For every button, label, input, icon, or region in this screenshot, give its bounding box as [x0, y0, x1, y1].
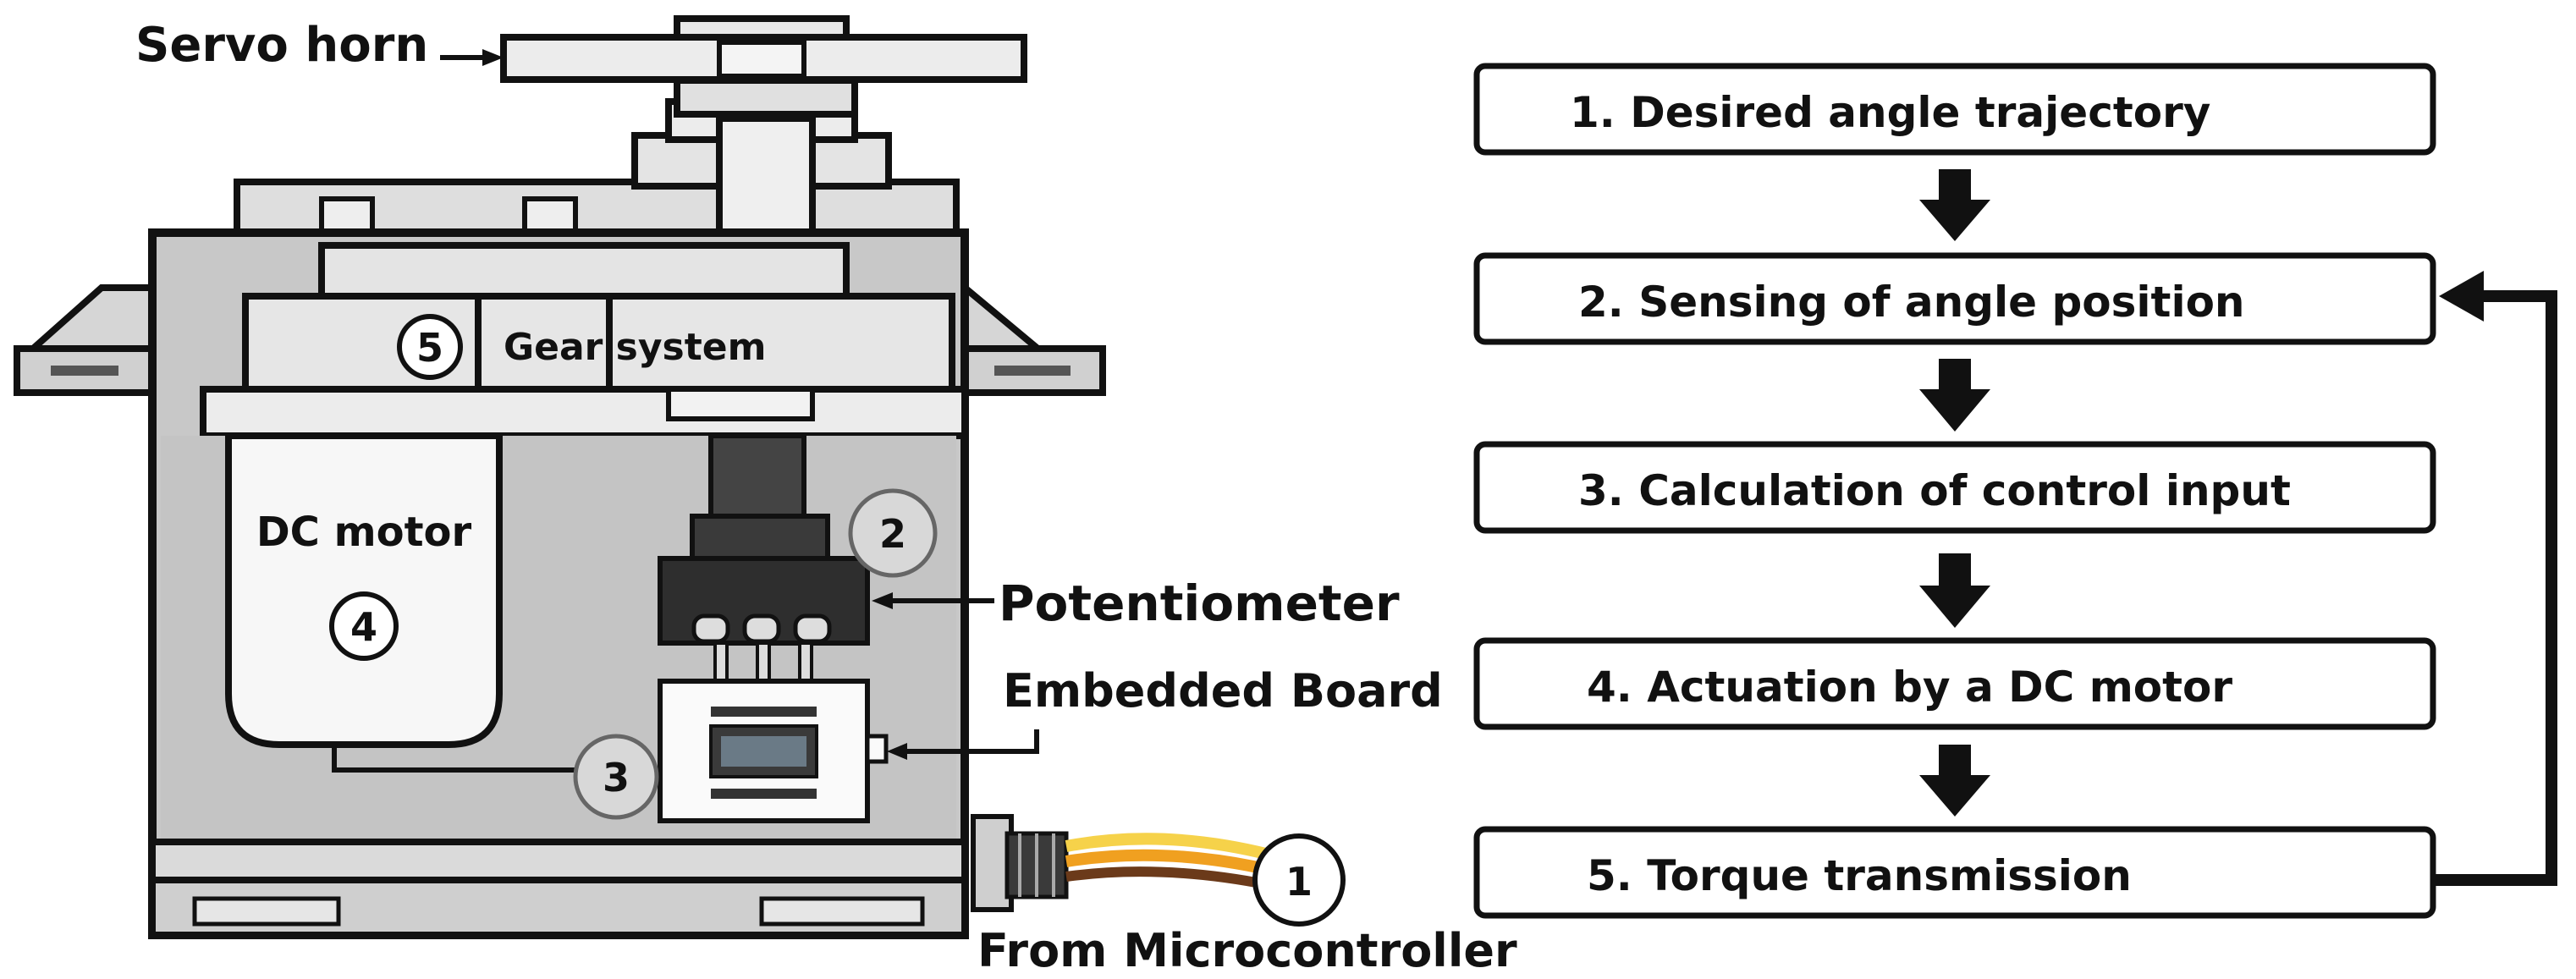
- servo-cable: [1065, 833, 1271, 890]
- feedback-loop-arrow: [2433, 271, 2557, 886]
- servo-base: [149, 839, 968, 938]
- marker-3: [573, 734, 659, 820]
- marker-1: [1252, 833, 1346, 927]
- marker-4-text: 4: [350, 604, 377, 650]
- gear-system-label: Gear system: [504, 326, 766, 369]
- marker-4: [329, 591, 399, 661]
- marker-2-text: 2: [879, 511, 906, 557]
- marker-1-text: 1: [1285, 859, 1313, 905]
- potentiometer-arrow: [872, 592, 994, 609]
- marker-3-text: 3: [603, 755, 630, 800]
- dc-motor-label: DC motor: [256, 509, 472, 556]
- control-flow: 1. Desired angle trajectory 2. Sensing o…: [1473, 63, 2557, 919]
- flow-step-4: [1473, 637, 2436, 730]
- servo-illustration: 5 Gear system DC motor 4 2: [14, 15, 1517, 977]
- flow-step-3: [1473, 441, 2436, 534]
- flow-step-3-text: 3. Calculation of control input: [1578, 466, 2291, 515]
- left-mounting-tab: [14, 284, 160, 396]
- flow-arrow-1-2: [1919, 169, 1990, 241]
- potentiometer: [658, 433, 870, 687]
- output-shaft-stack: [234, 77, 960, 240]
- flow-step-1-text: 1. Desired angle trajectory: [1570, 88, 2210, 137]
- flow-step-5-text: 5. Torque transmission: [1587, 851, 2132, 900]
- flow-arrow-4-5: [1919, 745, 1990, 817]
- flow-arrow-3-4: [1919, 553, 1990, 628]
- cable-connector: [971, 814, 1069, 912]
- servo-horn-arrow: [440, 49, 504, 66]
- flow-step-4-text: 4. Actuation by a DC motor: [1587, 663, 2232, 712]
- flow-arrow-2-3: [1919, 359, 1990, 432]
- flow-step-2-text: 2. Sensing of angle position: [1578, 278, 2245, 327]
- marker-2: [848, 488, 938, 578]
- embedded-board-arrow: [887, 729, 1039, 760]
- right-mounting-tab: [960, 280, 1106, 396]
- flow-step-2: [1473, 252, 2436, 345]
- gear-compartment: [200, 242, 968, 439]
- embedded-board: [658, 679, 889, 823]
- flow-step-1: [1473, 63, 2436, 156]
- dc-motor: [225, 432, 503, 748]
- marker-5: [397, 314, 463, 380]
- from-microcontroller-label: From Microcontroller: [977, 924, 1517, 977]
- servo-horn: [500, 15, 1027, 83]
- servo-horn-label: Servo horn: [135, 18, 428, 73]
- flow-step-5: [1473, 826, 2436, 919]
- embedded-board-label: Embedded Board: [1003, 664, 1443, 718]
- potentiometer-label: Potentiometer: [999, 575, 1400, 632]
- marker-5-text: 5: [416, 325, 443, 371]
